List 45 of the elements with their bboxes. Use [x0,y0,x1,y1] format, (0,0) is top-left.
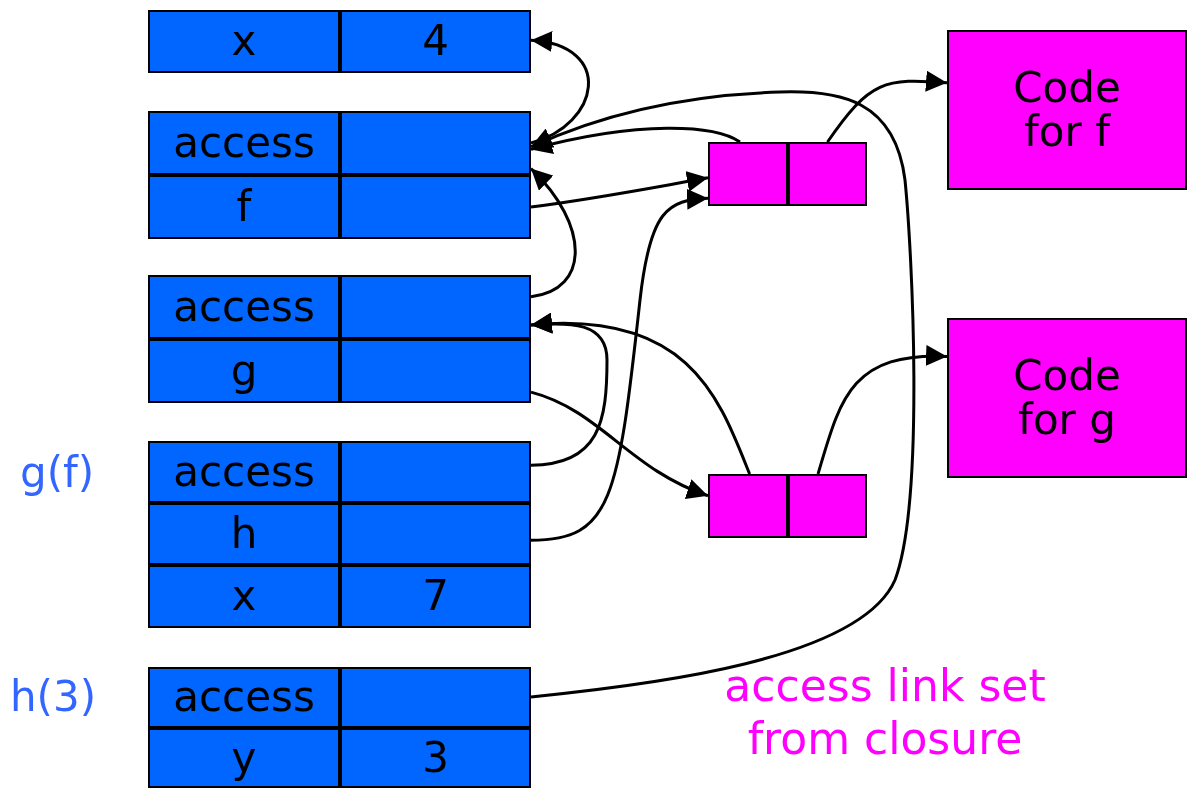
record-cell: 3 [340,728,531,788]
closure-record [708,474,867,538]
arrow [530,171,709,209]
activation-record [148,10,531,73]
arrow [530,189,709,542]
activation-record [148,111,531,239]
arrow [530,390,709,499]
pointer-cell [708,474,788,538]
record-cell: h [148,503,340,565]
activation-record [148,667,531,788]
pointer-cell [340,667,531,728]
pointer-cell [340,441,531,503]
record-cell: access [148,275,340,339]
record-cell: 4 [340,10,531,73]
record-cell: access [148,441,340,503]
arrow [530,32,590,145]
arrow [530,90,916,699]
pointer-cell [708,142,788,206]
arrow [816,345,947,475]
activation-record [148,275,531,403]
pointer-cell [340,503,531,565]
pointer-cell [340,111,531,175]
pointer-cell [340,175,531,239]
arrow [530,126,741,155]
annotation-text: access link set from closure [723,660,1047,766]
closure-record [708,142,867,206]
record-cell: x [148,10,340,73]
record-cell: access [148,111,340,175]
pointer-cell [788,474,867,538]
record-cell: y [148,728,340,788]
arrow [826,70,948,143]
call-label: h(3) [10,672,97,721]
record-cell: 7 [340,565,531,628]
code-box: Code for g [947,318,1187,478]
pointer-cell [340,275,531,339]
activation-record [148,441,531,628]
record-cell: access [148,667,340,728]
record-cell: x [148,565,340,628]
code-box: Code for f [947,30,1187,190]
pointer-cell [788,142,867,206]
record-cell: f [148,175,340,239]
call-label: g(f) [20,448,95,497]
record-cell: g [148,339,340,403]
pointer-cell [340,339,531,403]
arrow [530,313,609,467]
